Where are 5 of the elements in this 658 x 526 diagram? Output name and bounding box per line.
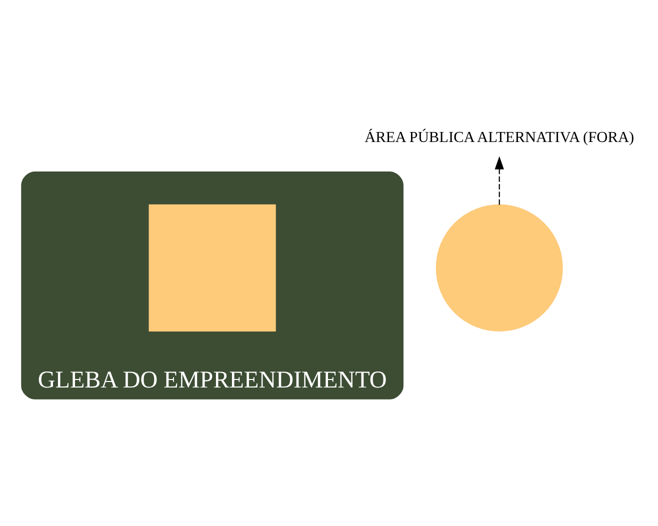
node-text: ÁREA PÚBLICA ALTERNATIVA (FORA) <box>364 129 634 146</box>
cluster: GLEBA DO EMPREENDIMENTO <box>21 172 404 400</box>
arrow <box>494 156 504 205</box>
node-circle <box>436 204 563 332</box>
node-box <box>148 204 276 332</box>
